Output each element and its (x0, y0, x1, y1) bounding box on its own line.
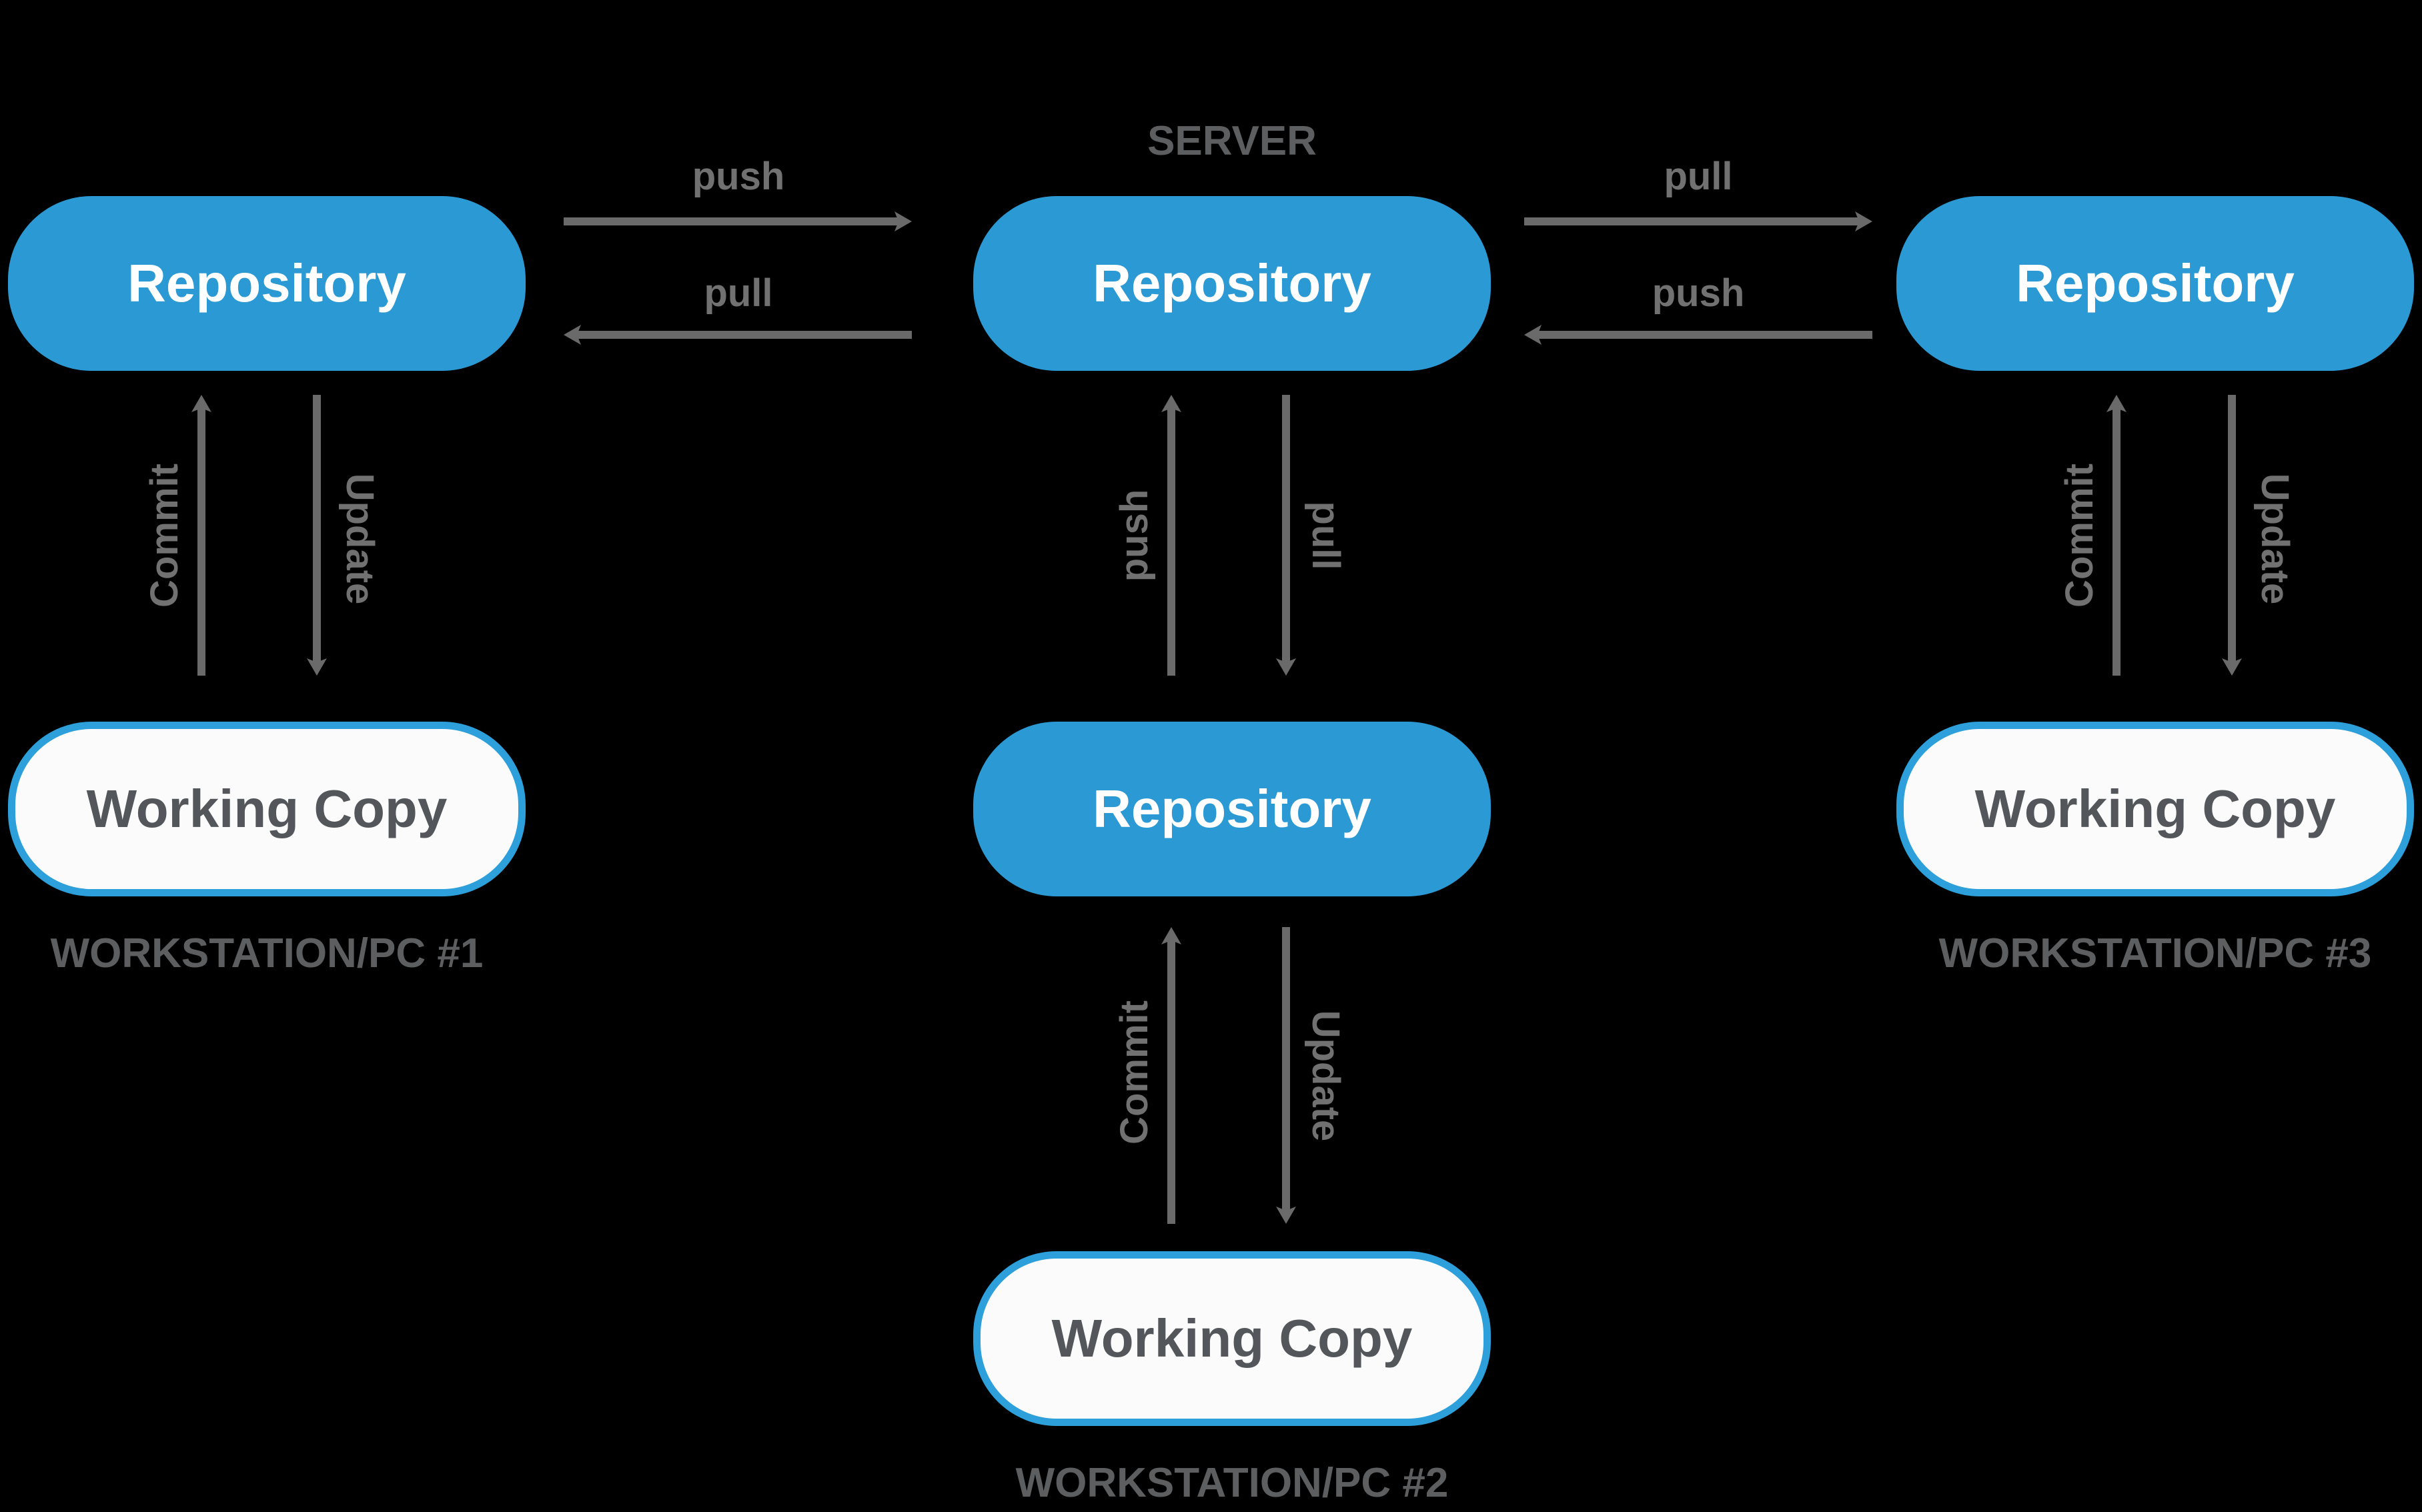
repository-label: Repository (2016, 253, 2295, 313)
working-copy-label: Working Copy (1051, 1309, 1413, 1368)
workstation2-working-copy-node: Working Copy (973, 1251, 1491, 1426)
working-copy-label: Working Copy (1974, 779, 2336, 838)
edge-label-commit-ws2: Commit (1113, 1000, 1156, 1145)
repository-label: Repository (127, 253, 406, 313)
repository-label: Repository (1093, 253, 1371, 313)
workstation2-repository-node: Repository (973, 722, 1491, 896)
workstation2-section-label: WORKSTATION/PC #2 (1015, 1460, 1449, 1506)
workstation3-section-label: WORKSTATION/PC #3 (1938, 930, 2372, 976)
edge-label-pull-server-to-ws1: pull (704, 271, 773, 315)
edge-label-commit-ws1: Commit (143, 464, 186, 608)
server-repository-node: Repository (973, 196, 1491, 371)
workstation1-working-copy-node: Working Copy (8, 722, 526, 896)
edge-label-pull-server-to-ws3: pull (1664, 155, 1733, 198)
repository-label: Repository (1093, 779, 1371, 838)
workstation3-working-copy-node: Working Copy (1896, 722, 2414, 896)
edge-label-push-ws3-to-server: push (1652, 271, 1745, 315)
edge-label-update-ws3: Update (2253, 473, 2297, 605)
edge-label-update-ws1: Update (338, 473, 382, 605)
workstation1-repository-node: Repository (8, 196, 526, 371)
workstation1-section-label: WORKSTATION/PC #1 (50, 930, 484, 976)
edge-label-commit-ws3: Commit (2058, 464, 2101, 608)
working-copy-label: Working Copy (86, 779, 448, 838)
workstation3-repository-node: Repository (1896, 196, 2414, 371)
edge-label-pull-server-to-ws2: pull (1304, 501, 1347, 570)
edge-label-update-ws2: Update (1304, 1010, 1347, 1142)
edge-label-push-ws2-to-server: push (1113, 489, 1156, 582)
edge-label-push-ws1-to-server: push (692, 155, 785, 198)
server-section-label: SERVER (1147, 118, 1317, 164)
